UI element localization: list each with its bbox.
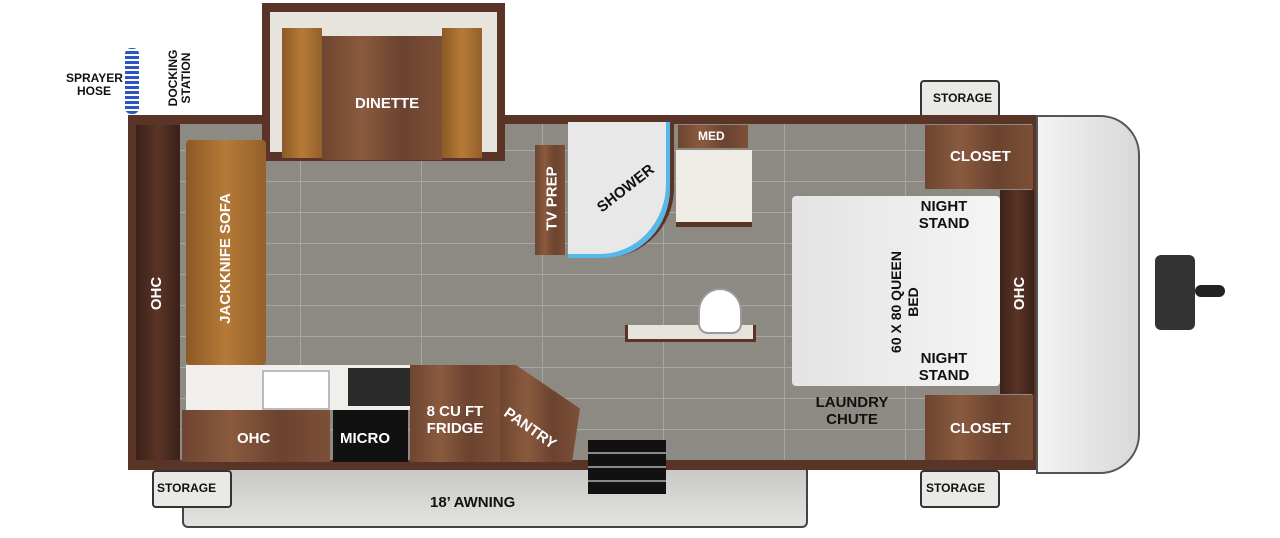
night-stand-bottom-label: NIGHT STAND <box>918 350 970 384</box>
tv-prep-label: TV PREP <box>543 166 561 231</box>
jackknife-sofa-label: JACKKNIFE SOFA <box>216 193 234 324</box>
microwave <box>333 410 408 462</box>
closet-bottom-label: CLOSET <box>950 420 1011 437</box>
entry-steps[interactable] <box>588 440 666 494</box>
dinette-bench-right <box>442 28 482 158</box>
dinette-bench-left <box>282 28 322 158</box>
dinette-table <box>322 36 442 160</box>
awning-label: 18’ AWNING <box>430 494 516 511</box>
storage-bottom-front <box>920 470 1000 508</box>
storage-bottom-rear <box>152 470 232 508</box>
storage-label: STORAGE <box>926 481 986 495</box>
queen-bed-label: 60 X 80 QUEEN BED <box>888 251 921 353</box>
storage-top-front <box>920 80 1000 118</box>
toilet-icon <box>698 288 742 334</box>
sprayer-hose-icon <box>125 48 139 114</box>
ohc-kitchen <box>182 410 330 462</box>
closet-top <box>925 125 1033 189</box>
hitch-jack <box>1155 255 1195 330</box>
front-cap <box>1036 115 1140 474</box>
awning <box>182 468 808 528</box>
laundry-chute-label: LAUNDRY CHUTE <box>815 394 889 428</box>
dinette-label: DINETTE <box>355 95 420 112</box>
fridge-label: 8 CU FT FRIDGE <box>426 403 484 437</box>
night-stand-top-label: NIGHT STAND <box>918 198 970 232</box>
med-label: MED <box>698 129 725 143</box>
closet-bottom <box>925 395 1033 460</box>
docking-station-label: DOCKING STATION <box>166 49 193 107</box>
jackknife-sofa <box>186 140 266 365</box>
queen-bed <box>792 196 1000 386</box>
bathroom-sink <box>676 150 752 227</box>
micro-label: MICRO <box>340 430 390 447</box>
ohc-kitchen-label: OHC <box>237 430 271 447</box>
hitch-coupler <box>1195 285 1225 297</box>
stove-icon <box>348 368 410 406</box>
storage-label: STORAGE <box>157 481 217 495</box>
medicine-cabinet <box>678 125 748 148</box>
closet-top-label: CLOSET <box>950 148 1011 165</box>
fridge <box>410 365 500 462</box>
ohc-left-label: OHC <box>148 276 166 311</box>
sprayer-hose-label: SPRAYER HOSE <box>66 71 123 98</box>
storage-label: STORAGE <box>933 91 993 105</box>
ohc-left <box>136 125 180 460</box>
sink-icon <box>262 370 330 410</box>
ohc-bedroom-label: OHC <box>1011 276 1029 311</box>
tv-prep <box>535 145 565 255</box>
ohc-bedroom <box>1000 190 1034 394</box>
